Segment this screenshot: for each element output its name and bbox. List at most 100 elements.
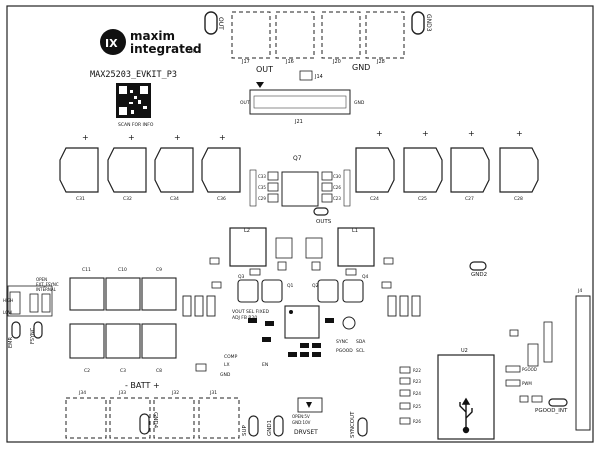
ref-j21: J21 — [294, 119, 303, 125]
ctrl-scl: SCL — [356, 348, 365, 354]
j34-connector[interactable] — [65, 397, 107, 439]
ref-c26: C26 — [333, 185, 341, 190]
ref-c10: C10 — [118, 267, 127, 273]
j21-header[interactable] — [249, 89, 351, 115]
sup-test-pad[interactable] — [248, 415, 259, 437]
j14-jumper[interactable] — [299, 70, 313, 81]
ref-j4: J4 — [577, 288, 582, 294]
ref-q3: Q3 — [238, 274, 245, 280]
ref-c29: C29 — [258, 196, 266, 201]
gnd4-test-pad[interactable] — [139, 413, 150, 435]
ref-c28: C28 — [514, 196, 523, 202]
capacitor-c11 — [69, 277, 105, 311]
capacitor-c8 — [141, 323, 177, 359]
j4-header[interactable] — [575, 295, 591, 431]
pgood-label: PGOOD — [522, 367, 537, 372]
ref-c31: C31 — [76, 196, 85, 202]
ref-l1: L1 — [352, 228, 358, 234]
gnd2-test-pad[interactable] — [469, 261, 487, 271]
pwm-label: PWM — [522, 381, 532, 386]
ref-c3: C3 — [120, 368, 126, 374]
ref-j17: J17 — [241, 59, 250, 65]
c31-plus: + — [82, 133, 89, 142]
fsync-label: FSYNC — [30, 327, 36, 344]
out-test-pad[interactable] — [204, 11, 218, 35]
ref-c8: C8 — [156, 368, 162, 374]
logo-integrated: integrated — [130, 42, 202, 56]
fsync-jumper-block[interactable] — [7, 285, 53, 317]
gnd3-pad-label: GND3 — [425, 14, 432, 32]
capacitor-c27 — [450, 147, 490, 193]
q4-mosfet — [342, 279, 364, 303]
ref-c2: C2 — [84, 368, 90, 374]
gnd1-test-pad[interactable] — [273, 415, 284, 437]
usb-icon — [459, 397, 473, 434]
center-gnd-label: GND — [220, 372, 231, 378]
capacitor-c3 — [105, 323, 141, 359]
drvset-label: DRVSET — [294, 429, 318, 436]
board-title: MAX25203_EVKIT_P3 — [90, 70, 177, 80]
ref-r23: R23 — [413, 379, 421, 384]
ref-j16: J16 — [285, 59, 294, 65]
outs-test-pad[interactable] — [313, 207, 329, 216]
j32-connector[interactable] — [153, 397, 195, 439]
u2-usb-interface — [437, 354, 495, 440]
ref-u2: U2 — [461, 348, 468, 354]
inductor-l2 — [229, 227, 267, 267]
ref-c23: C23 — [333, 196, 341, 201]
ref-c25: C25 — [418, 196, 427, 202]
ref-j20: J20 — [332, 59, 341, 65]
vout-sel-text: VOUT SEL FIXED — [232, 309, 269, 315]
adj-fb-text: ADJ FB R20 — [232, 315, 257, 321]
c27-plus: + — [468, 129, 475, 138]
jumper-ext-fsync: EXT_FSYNC — [36, 282, 59, 287]
j17-connector[interactable] — [231, 11, 271, 59]
out-pad-label: OUT — [217, 17, 224, 30]
capacitor-c31 — [59, 147, 99, 193]
syncout-test-pad[interactable] — [357, 417, 368, 437]
q3-mosfet — [237, 279, 259, 303]
j20-connector[interactable] — [321, 11, 361, 59]
drv-open-5v: OPEN:5V — [292, 414, 310, 419]
ref-q7: Q7 — [293, 155, 302, 162]
c34-plus: + — [174, 133, 181, 142]
syncout-label: SYNCOUT — [350, 411, 356, 438]
capacitor-c32 — [107, 147, 147, 193]
jumper-internal: INTERNAL — [36, 287, 57, 292]
capacitor-c25 — [403, 147, 443, 193]
logo-maxim: maxim — [130, 29, 175, 43]
ctrl-sync: SYNC — [336, 339, 348, 345]
sup-label: SUP — [242, 424, 248, 436]
q1-mosfet — [261, 279, 283, 303]
ref-j32: J32 — [171, 390, 179, 396]
lx-label: LX — [224, 362, 230, 368]
ctrl-pgood: PGOOD — [336, 348, 353, 354]
ref-c11: C11 — [82, 267, 91, 273]
inductor-l1 — [337, 227, 375, 267]
ref-q1: Q1 — [287, 283, 294, 289]
ref-c27: C27 — [465, 196, 474, 202]
ref-l2: L2 — [244, 228, 250, 234]
j16-connector[interactable] — [275, 11, 315, 59]
qr-caption: SCAN FOR INFO — [118, 122, 154, 128]
jumper-high: HIGH — [3, 298, 13, 303]
capacitor-c28 — [499, 147, 539, 193]
ref-j14: J14 — [314, 74, 323, 80]
emr-test-pad[interactable] — [11, 321, 21, 339]
emr-label: EMR — [8, 337, 14, 348]
fsync-test-pad[interactable] — [33, 321, 43, 339]
j28-connector[interactable] — [365, 11, 405, 59]
gnd3-test-pad[interactable] — [411, 11, 425, 35]
capacitor-c24 — [355, 147, 395, 193]
ref-j31: J31 — [209, 390, 217, 396]
ref-r22: R22 — [413, 368, 421, 373]
capacitor-c34 — [154, 147, 194, 193]
maxim-logo-icon — [100, 29, 126, 55]
c24-plus: + — [376, 129, 383, 138]
ref-c32: C32 — [123, 196, 132, 202]
pgood-int-test-pad[interactable] — [548, 398, 568, 407]
drvset-jumper[interactable] — [297, 397, 323, 413]
c28-plus: + — [516, 129, 523, 138]
j33-connector[interactable] — [109, 397, 151, 439]
j31-connector[interactable] — [198, 397, 240, 439]
